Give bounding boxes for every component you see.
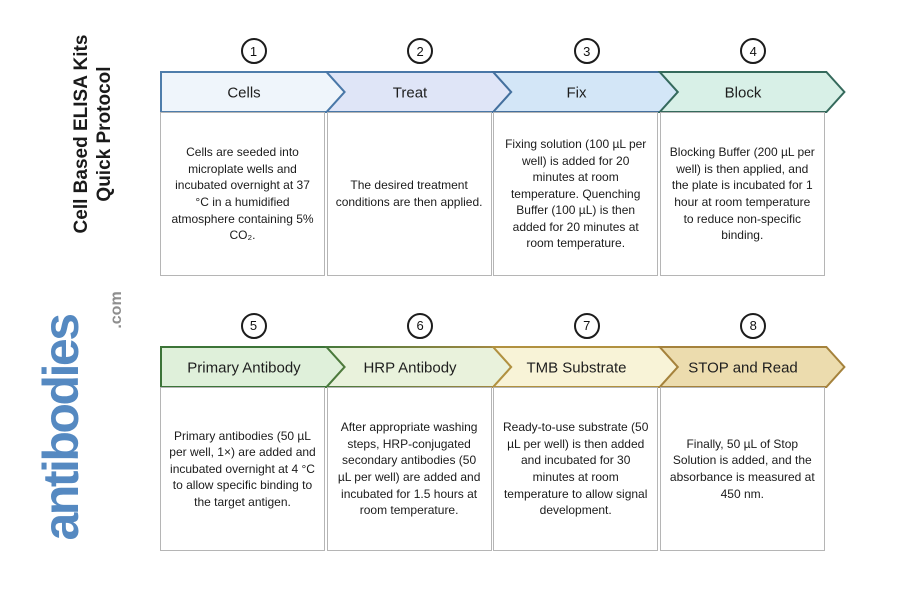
step-description-5-text: Primary antibodies (50 µL per well, 1×) … [169,428,316,509]
step-arrow-8 [657,346,846,388]
page-title: Cell Based ELISA Kits Quick Protocol [70,28,116,240]
step-label-4: Block [725,85,762,102]
step-number-6-text: 6 [416,318,424,333]
step-label-3: Fix [567,85,587,102]
step-number-1-text: 1 [249,43,258,59]
step-description-7-text: Ready-to-use substrate (50 µL per well) … [502,420,649,518]
step-description-4-text: Blocking Buffer (200 µL per well) is the… [669,145,815,243]
step-number-3: 3 [573,38,600,64]
step-description-3-text: Fixing solution (100 µL per well) is add… [505,137,647,251]
step-description-1: Cells are seeded into microplate wells a… [160,112,325,276]
step-description-4: Blocking Buffer (200 µL per well) is the… [659,112,825,276]
step-number-4: 4 [740,38,767,64]
step-description-3: Fixing solution (100 µL per well) is add… [493,112,659,276]
step-description-6-text: After appropriate washing steps, HRP-con… [337,420,481,518]
flow-arrows-row2: Primary Antibody HRP Antibody TMB Substr… [160,346,846,388]
step-description-5: Primary antibodies (50 µL per well, 1×) … [160,387,325,551]
step-number-1: 1 [240,38,267,64]
step-description-7: Ready-to-use substrate (50 µL per well) … [493,387,659,551]
page-title-line2: Quick Protocol [94,66,115,202]
step-label-6: HRP Antibody [363,360,457,377]
step-number-8-text: 8 [749,318,757,333]
step-number-2-text: 2 [416,43,424,59]
brand-logo: antibodies [33,315,89,541]
step-description-1-text: Cells are seeded into microplate wells a… [171,145,314,243]
step-number-5: 5 [240,312,267,339]
step-description-8-text: Finally, 50 µL of Stop Solution is added… [669,436,815,501]
step-description-2-text: The desired treatment conditions are the… [335,178,483,209]
page-title-line1: Cell Based ELISA Kits [70,34,92,234]
brand-logo-suffix: .com [108,291,125,329]
step-label-2: Treat [393,85,428,102]
step-description-6: After appropriate washing steps, HRP-con… [326,387,492,551]
step-number-5-text: 5 [249,318,258,333]
flow-arrows-row1: Cells Treat Fix Block [160,71,846,113]
step-description-8: Finally, 50 µL of Stop Solution is added… [659,387,825,551]
step-number-7-text: 7 [583,318,591,333]
step-number-7: 7 [573,312,600,339]
step-number-6: 6 [407,312,434,339]
step-number-4-text: 4 [749,43,757,59]
step-label-8: STOP and Read [688,360,798,377]
step-label-7: TMB Substrate [526,360,626,377]
step-number-8: 8 [740,312,767,339]
step-label-1: Cells [227,85,260,102]
step-number-3-text: 3 [583,43,591,59]
step-arrow-4 [657,71,846,113]
step-number-2: 2 [407,38,434,64]
step-label-5: Primary Antibody [187,360,301,377]
step-description-2: The desired treatment conditions are the… [326,112,492,276]
